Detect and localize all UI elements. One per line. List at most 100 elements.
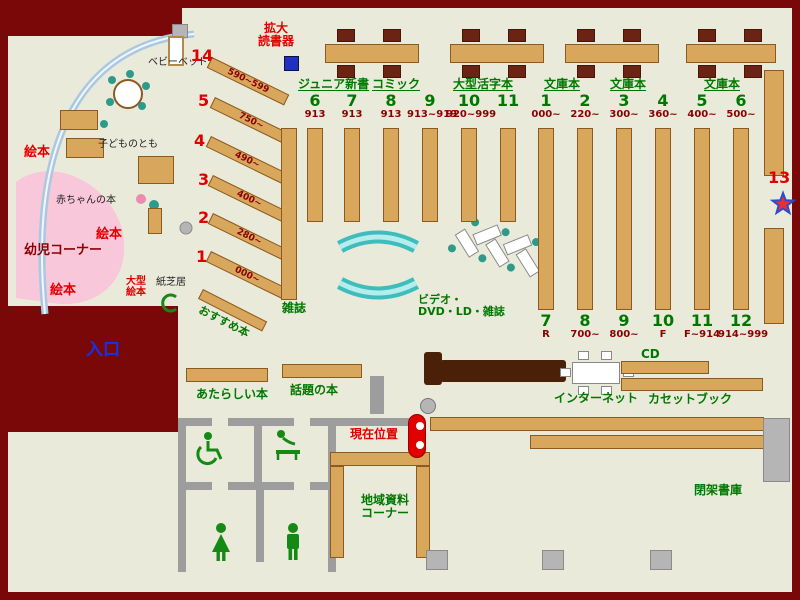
section-number: 2 <box>198 208 210 227</box>
entrance-wall-block <box>0 306 178 432</box>
label-entrance: 入口 <box>86 340 120 360</box>
bookshelf-magazines <box>281 128 297 300</box>
bookshelf <box>422 128 438 222</box>
man-icon <box>287 523 299 560</box>
bookshelf <box>500 128 516 222</box>
topic-books-shelf <box>282 364 362 378</box>
label-kodomono-tomo: 子どものとも <box>98 139 158 150</box>
kids-shelf <box>148 208 162 234</box>
label-closed-stacks: 閉架書庫 <box>694 483 743 497</box>
label-cd: CD <box>641 347 660 361</box>
label-video-corner: ビデオ・ DVD・LD・雑誌 <box>418 293 505 318</box>
label-baby-books: 赤ちゃんの本 <box>56 195 116 206</box>
chair <box>508 29 526 42</box>
chair-white <box>578 386 589 395</box>
wall-segment <box>178 482 336 490</box>
bookshelf <box>733 128 749 310</box>
doorway <box>212 418 228 426</box>
shelf-number: 11 <box>496 91 520 110</box>
chair <box>744 29 762 42</box>
long-bookshelf <box>430 417 764 431</box>
long-bookshelf <box>530 435 764 449</box>
chair <box>337 29 355 42</box>
chair <box>508 65 526 78</box>
pillar <box>426 550 448 570</box>
reading-table <box>565 44 659 63</box>
wall-segment <box>336 418 410 426</box>
bookshelf <box>344 128 360 222</box>
label-category-bunko-1: 文庫本 <box>544 77 581 91</box>
section-number: 5 <box>198 91 210 110</box>
bookshelf <box>577 128 593 310</box>
label-picture-books-3: 絵本 <box>50 283 77 298</box>
reading-table <box>686 44 776 63</box>
label-category-junior: ジュニア新書 <box>298 77 370 91</box>
chair <box>698 29 716 42</box>
internet-table <box>572 362 620 384</box>
local-docs-shelf <box>330 452 430 466</box>
cassette-shelf <box>621 378 763 391</box>
section-number: 3 <box>198 170 210 189</box>
bookshelf <box>461 128 477 222</box>
section-number: 1 <box>196 247 208 266</box>
current-location-marker <box>408 414 426 458</box>
chair-white <box>601 386 612 395</box>
kids-steps <box>138 156 174 184</box>
chair <box>462 65 480 78</box>
section-number: 14 <box>191 46 214 65</box>
label-topic-books: 話題の本 <box>290 383 339 397</box>
new-books-shelf <box>186 368 268 382</box>
doorway <box>212 482 228 490</box>
magnifying-reader-device <box>284 56 299 71</box>
shelf-range: 280~ <box>234 226 264 248</box>
chair-white <box>601 351 612 360</box>
chair <box>744 65 762 78</box>
local-docs-shelf <box>330 466 344 558</box>
label-magazines: 雑誌 <box>282 301 307 315</box>
label-new-books: あたらしい本 <box>196 387 269 401</box>
wheelchair-icon <box>196 432 223 465</box>
bookshelf <box>383 128 399 222</box>
baby-changing-icon <box>276 430 300 460</box>
label-picture-books-2: 絵本 <box>96 227 123 242</box>
chair <box>623 65 641 78</box>
wall-segment <box>178 418 336 426</box>
stool-dots <box>100 70 150 128</box>
label-infant-corner: 幼児コーナー <box>24 243 103 258</box>
doorway <box>294 482 310 490</box>
cd-shelf <box>621 361 709 374</box>
shelf-range: 490~ <box>232 149 262 171</box>
chair <box>698 65 716 78</box>
bookshelf <box>655 128 671 310</box>
shelf-range: 750~ <box>236 110 266 132</box>
chair-white <box>578 351 589 360</box>
round-table <box>113 79 143 109</box>
bookshelf <box>307 128 323 222</box>
label-category-comic: コミック <box>372 77 421 91</box>
round-pillar <box>420 398 436 414</box>
reading-table <box>325 44 419 63</box>
section-number-13: 13 <box>768 168 791 187</box>
label-kamishibai: 紙芝居 <box>156 277 186 288</box>
chair <box>383 29 401 42</box>
label-category-large-print: 大型活字本 <box>453 77 514 91</box>
chair <box>383 65 401 78</box>
recommended-books-shelf: おすすめ本 <box>191 289 268 346</box>
label-category-bunko-2: 文庫本 <box>610 77 647 91</box>
bookshelf-diagonal: 750~ <box>209 97 293 146</box>
chair <box>462 29 480 42</box>
bookshelf <box>694 128 710 310</box>
label-internet: インターネット <box>553 391 638 405</box>
section-number: 4 <box>194 131 206 150</box>
pillar-dot <box>179 221 193 235</box>
